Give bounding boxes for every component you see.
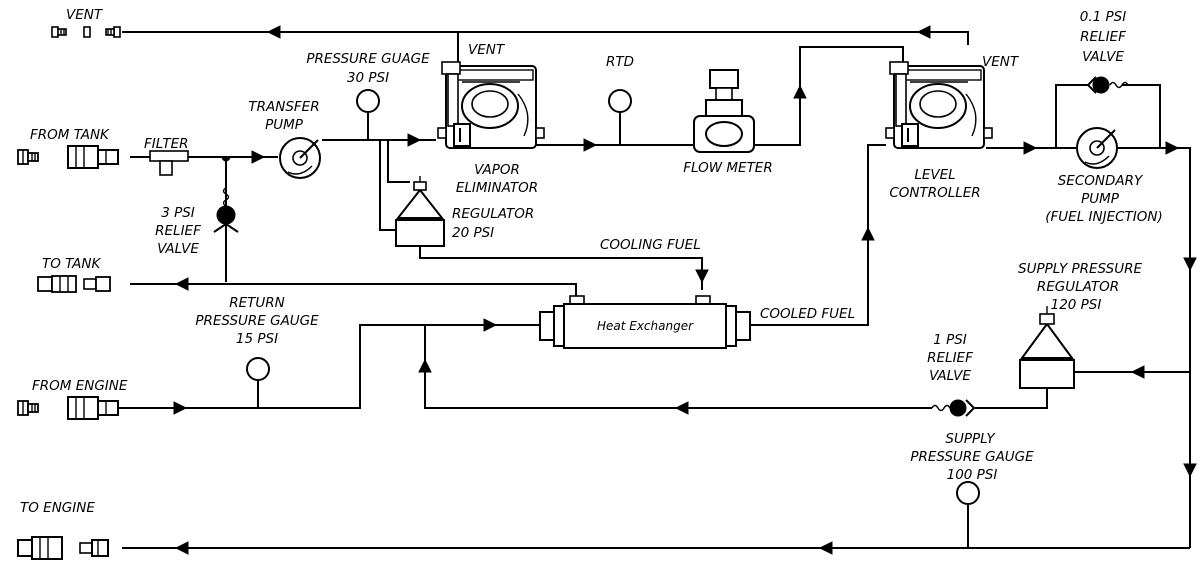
cooling-fuel-label: COOLING FUEL	[600, 237, 701, 253]
vent-connector-icon	[51, 26, 121, 38]
rtd-label: RTD	[606, 54, 634, 70]
vapor-eliminator-label-2: ELIMINATOR	[456, 180, 538, 196]
relief-valve-01psi-icon	[1086, 76, 1129, 94]
filter-label: FILTER	[144, 136, 189, 152]
regulator-20-label-2: 20 PSI	[452, 225, 494, 241]
from-tank-connector-icon	[17, 145, 119, 169]
from-engine-connector-icon	[17, 396, 119, 420]
relief-1-label-1: 1 PSI	[933, 332, 967, 348]
transfer-pump-icon	[279, 137, 321, 179]
secondary-pump-label-1: SECONDARY	[1058, 173, 1144, 189]
transfer-pump-label-1: TRANSFER	[248, 99, 319, 115]
vent-top-label: VENT	[66, 7, 104, 23]
transfer-pump-label-2: PUMP	[265, 117, 304, 133]
vapor-eliminator-icon	[437, 61, 545, 149]
regulator-20-label-1: REGULATOR	[452, 206, 534, 222]
supply-gauge-label-1: SUPPLY	[945, 431, 996, 447]
heat-exchanger-label: Heat Exchanger	[597, 319, 694, 333]
relief-01-label-2: RELIEF	[1080, 29, 1126, 45]
relief-1-label-3: VALVE	[929, 368, 971, 384]
rtd-icon	[608, 89, 632, 113]
supply-pressure-gauge-icon	[956, 481, 980, 505]
level-controller-icon	[885, 61, 993, 149]
return-gauge-label-1: RETURN	[229, 295, 285, 311]
vapor-eliminator-label-1: VAPOR	[474, 162, 520, 178]
relief-1-label-2: RELIEF	[927, 350, 973, 366]
return-pressure-gauge-icon	[246, 357, 270, 381]
relief-01-label-1: 0.1 PSI	[1080, 9, 1126, 25]
relief-valve-1psi-icon	[931, 399, 976, 417]
supply-gauge-label-2: PRESSURE GAUGE	[910, 449, 1034, 465]
supply-regulator-label-2: REGULATOR	[1037, 279, 1119, 295]
heat-exchanger-icon	[539, 295, 751, 349]
level-controller-label-2: CONTROLLER	[889, 185, 980, 201]
pressure-gauge-30-label-1: PRESSURE GUAGE	[306, 51, 430, 67]
pressure-gauge-30-label-2: 30 PSI	[347, 70, 389, 86]
pressure-gauge-30psi-icon	[356, 89, 380, 113]
vent-level-label: VENT	[982, 54, 1020, 70]
return-gauge-label-3: 15 PSI	[236, 331, 278, 347]
secondary-pump-label-3: (FUEL INJECTION)	[1045, 209, 1163, 225]
vent-vapor-label: VENT	[468, 42, 506, 58]
from-engine-label: FROM ENGINE	[32, 378, 128, 394]
to-engine-connector-icon	[17, 536, 109, 560]
relief-valve-3psi-icon	[213, 187, 239, 233]
flow-meter-icon	[693, 69, 755, 153]
relief-01-label-3: VALVE	[1082, 49, 1124, 65]
supply-pressure-regulator-icon	[1019, 306, 1075, 389]
filter-icon	[149, 150, 189, 176]
cooled-fuel-label: COOLED FUEL	[760, 306, 855, 322]
secondary-pump-icon	[1076, 127, 1118, 169]
from-tank-label: FROM TANK	[30, 127, 110, 143]
relief-3-label-1: 3 PSI	[161, 205, 195, 221]
secondary-pump-label-2: PUMP	[1081, 191, 1120, 207]
to-engine-label: TO ENGINE	[20, 500, 95, 516]
flow-meter-label: FLOW METER	[683, 160, 772, 176]
supply-gauge-label-3: 100 PSI	[947, 467, 998, 483]
relief-3-label-3: VALVE	[157, 241, 199, 257]
to-tank-connector-icon	[37, 275, 111, 293]
supply-regulator-label-1: SUPPLY PRESSURE	[1018, 261, 1142, 277]
regulator-20psi-icon	[395, 176, 445, 247]
return-gauge-label-2: PRESSURE GAUGE	[195, 313, 319, 329]
relief-3-label-2: RELIEF	[155, 223, 201, 239]
supply-regulator-label-3: 120 PSI	[1051, 297, 1102, 313]
level-controller-label-1: LEVEL	[914, 167, 955, 183]
to-tank-label: TO TANK	[42, 256, 102, 272]
